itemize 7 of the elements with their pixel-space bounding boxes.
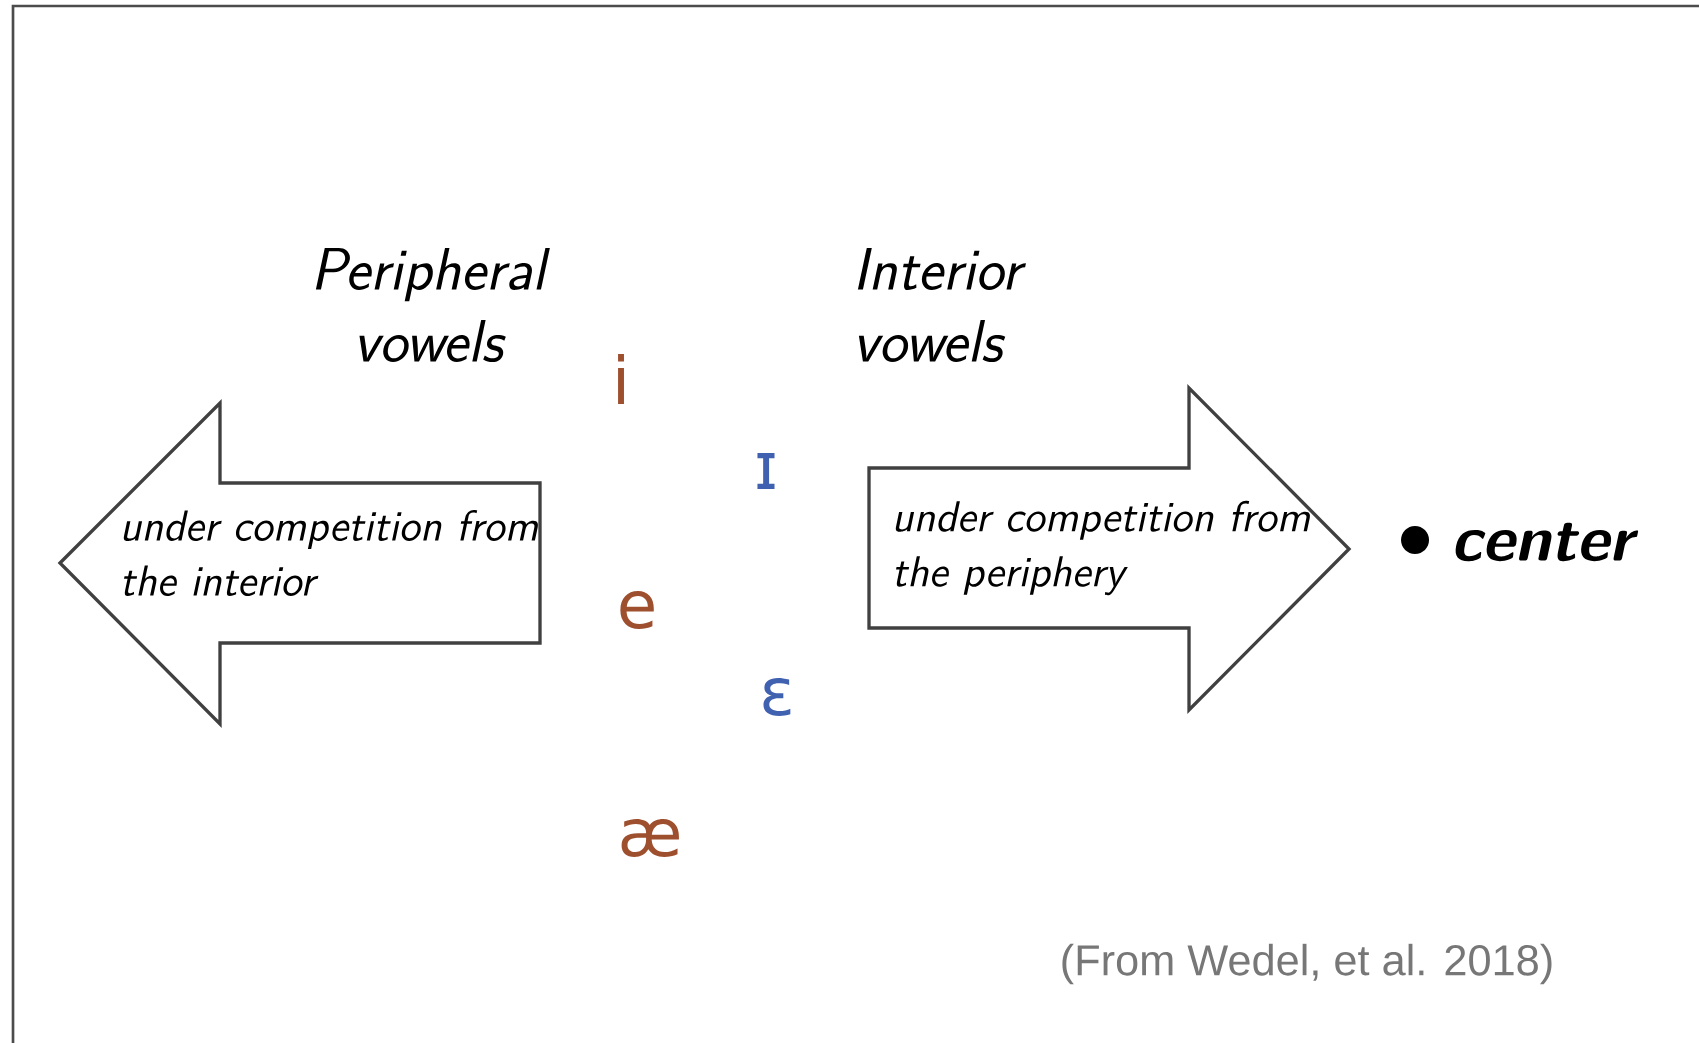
vowel-symbol: ɪ [757, 452, 775, 490]
vowel-symbol: i [618, 353, 624, 405]
caption: (From Wedel, et al. 2018) [1062, 943, 1552, 985]
point-label: center [1455, 522, 1639, 562]
vowel-symbol: ɛ [763, 678, 791, 716]
vowel-symbol: e [620, 591, 654, 629]
vowel-symbol: æ [621, 819, 679, 857]
